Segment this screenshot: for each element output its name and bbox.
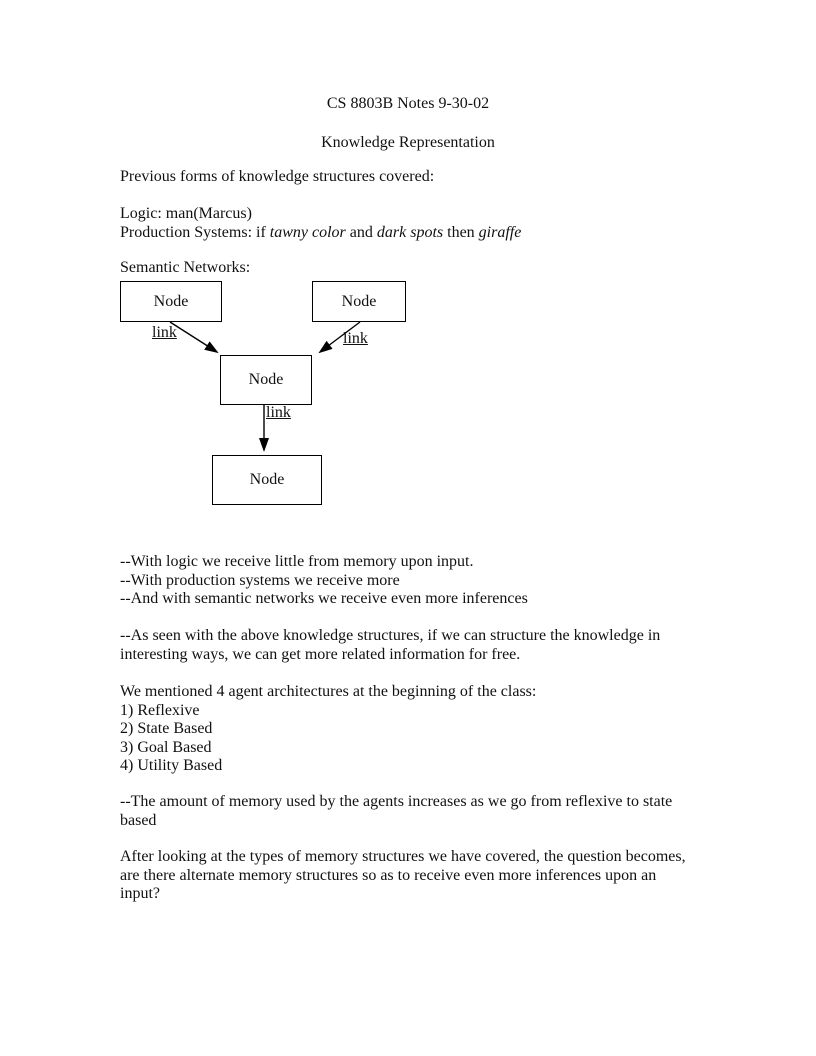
closing-question-block: After looking at the types of memory str… — [120, 848, 706, 904]
node-box-middle: Node — [220, 355, 312, 405]
agents-heading: We mentioned 4 agent architectures at th… — [120, 683, 537, 700]
structure-note-line: --As seen with the above knowledge struc… — [120, 627, 661, 644]
agent-item: 4) Utility Based — [120, 757, 223, 775]
forms-block: Logic: man(Marcus) Production Systems: i… — [120, 205, 706, 242]
production-then: then — [443, 223, 479, 241]
observation-line: --And with semantic networks we receive … — [120, 590, 528, 608]
link-label-left: link — [152, 324, 177, 341]
node-label: Node — [249, 471, 285, 488]
production-result: giraffe — [478, 223, 522, 241]
production-condition-1: tawny color — [269, 223, 346, 241]
memory-note-block: --The amount of memory used by the agent… — [120, 793, 706, 830]
node-label: Node — [341, 292, 377, 310]
closing-line: are there alternate memory structures so… — [120, 866, 657, 884]
node-box-top-left: Node — [120, 281, 222, 322]
link-arrow-left — [169, 321, 219, 354]
agent-item: 1) Reflexive — [120, 701, 200, 719]
closing-line: After looking at the types of memory str… — [120, 848, 686, 865]
structure-note-line: interesting ways, we can get more relate… — [120, 645, 521, 663]
semantic-networks-heading: Semantic Networks: — [120, 259, 251, 276]
doc-subtitle: Knowledge Representation — [321, 134, 495, 151]
memory-note-line: based — [120, 811, 157, 829]
closing-line: input? — [120, 885, 160, 903]
node-label: Node — [248, 371, 284, 388]
observation-line: --With logic we receive little from memo… — [120, 553, 474, 570]
intro-covered-line: Previous forms of knowledge structures c… — [120, 168, 435, 185]
agents-block: We mentioned 4 agent architectures at th… — [120, 683, 706, 776]
memory-note-line: --The amount of memory used by the agent… — [120, 793, 673, 810]
production-prefix: Production Systems: if — [120, 223, 270, 241]
agent-item: 3) Goal Based — [120, 738, 212, 756]
course-title: CS 8803B Notes 9-30-02 — [326, 95, 490, 112]
observations-block: --With logic we receive little from memo… — [120, 553, 706, 609]
production-line: Production Systems: if tawny color and d… — [120, 224, 706, 243]
production-and: and — [345, 223, 377, 241]
node-box-top-right: Node — [312, 281, 406, 322]
structure-note-block: --As seen with the above knowledge struc… — [120, 627, 706, 664]
agent-item: 2) State Based — [120, 720, 213, 738]
link-label-right: link — [343, 330, 368, 347]
node-box-bottom: Node — [212, 455, 322, 505]
node-label: Node — [153, 292, 189, 310]
observation-line: --With production systems we receive mor… — [120, 571, 400, 589]
link-label-middle: link — [266, 404, 291, 421]
production-condition-2: dark spots — [376, 223, 444, 241]
logic-line: Logic: man(Marcus) — [120, 205, 252, 222]
